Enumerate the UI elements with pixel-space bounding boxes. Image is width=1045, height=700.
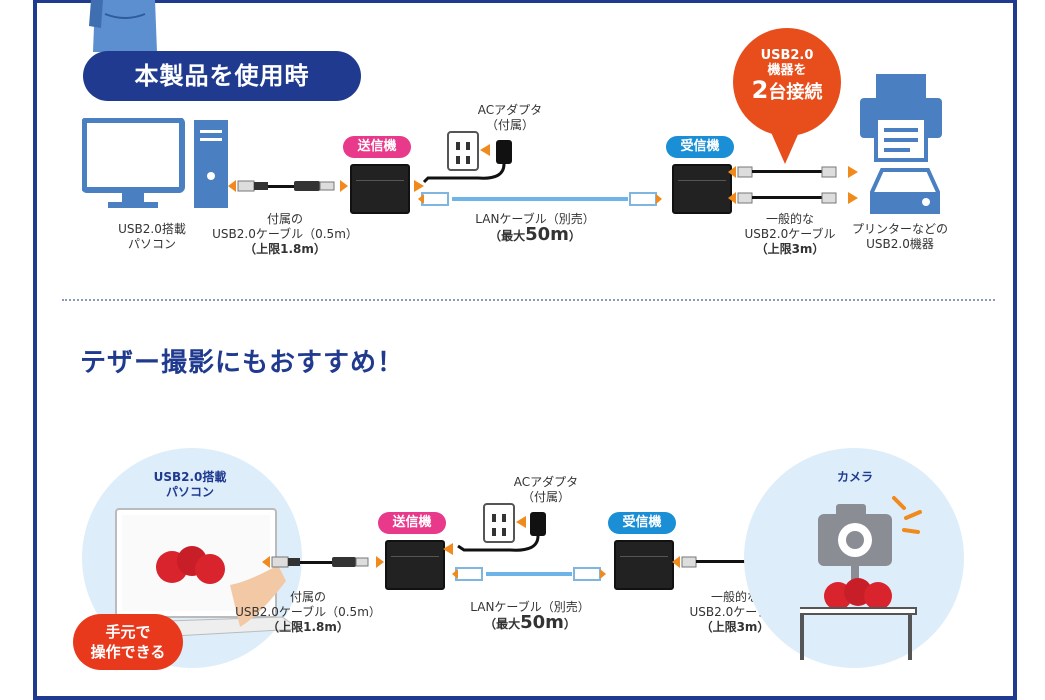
- lan-label-1: LANケーブル（別売） （最大50m）: [475, 212, 595, 245]
- laptop-icon: [110, 508, 302, 640]
- lan-connector-icon: [418, 192, 449, 206]
- sender-unit-1: [350, 164, 410, 214]
- ac-label-1: ACアダプタ（付属）: [477, 103, 543, 132]
- cable1-label-2: 付属の USB2.0ケーブル（0.5m） （上限1.8m）: [235, 590, 381, 634]
- lan-connector-icon: [573, 567, 606, 581]
- receiver-tag-1: 受信機: [666, 136, 734, 158]
- ac-label-2: ACアダプタ（付属）: [513, 475, 579, 504]
- pc-label-2: USB2.0搭載パソコン: [153, 470, 227, 499]
- section1-title: 本製品を使用時: [83, 51, 361, 101]
- usb-cable-icon: [262, 556, 384, 568]
- receiver-unit-1: [672, 164, 732, 214]
- lan-connector-icon: [452, 567, 483, 581]
- camera-icon: [800, 496, 922, 660]
- printer-icon: [860, 74, 942, 162]
- cable2-label-2: 一般的な USB2.0ケーブル （上限3m）: [689, 590, 781, 634]
- receiver-unit-2: [614, 540, 674, 590]
- sender-unit-2: [385, 540, 445, 590]
- sender-tag-1: 送信機: [343, 136, 411, 158]
- usb-cable-icon: [228, 180, 348, 192]
- ac-adapter-icon: [457, 503, 546, 552]
- person-illustration: [89, 0, 157, 52]
- badge-pointer: [770, 130, 800, 164]
- section-divider: [62, 299, 995, 301]
- section2-title: テザー撮影にもおすすめ！: [80, 348, 405, 378]
- lan-connector-icon: [629, 192, 662, 206]
- two-devices-badge: USB2.0 機器を 2台接続: [733, 28, 841, 136]
- camera-label: カメラ: [836, 470, 873, 484]
- lan-label-2: LANケーブル（別売） （最大50m）: [470, 600, 590, 633]
- disk-drive-icon: [870, 168, 940, 214]
- usb-cable-pair-icon: [728, 166, 858, 204]
- hand-control-bubble: 手元で操作できる: [73, 614, 183, 670]
- cable1-label-1: 付属の USB2.0ケーブル（0.5m） （上限1.8m）: [212, 212, 358, 256]
- ac-adapter-icon: [422, 131, 512, 184]
- lan-cable: [452, 197, 628, 201]
- arrow-icon: [414, 180, 424, 192]
- arrow-icon: [443, 543, 453, 555]
- desktop-pc-icon: [82, 118, 228, 208]
- sender-tag-2: 送信機: [378, 512, 446, 534]
- lan-cable: [486, 572, 572, 576]
- pc-label-1: USB2.0搭載パソコン: [118, 222, 186, 251]
- receiver-tag-2: 受信機: [608, 512, 676, 534]
- cable2-label-1: 一般的な USB2.0ケーブル （上限3m）: [744, 212, 836, 256]
